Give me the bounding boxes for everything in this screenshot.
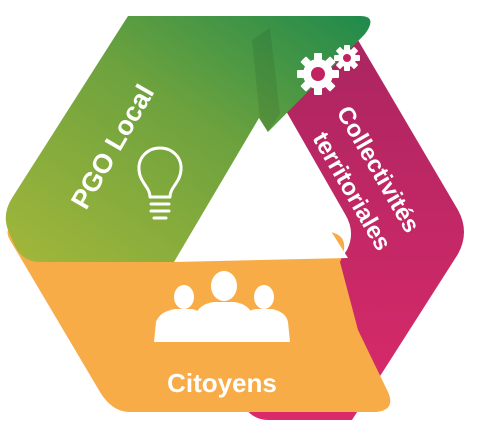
center-triangle	[174, 118, 348, 262]
segment-label-citoyens: Citoyens	[167, 368, 277, 398]
segment-pgo	[5, 16, 371, 262]
lightbulb-icon	[137, 146, 183, 220]
gears-icon	[297, 45, 360, 95]
segment-collectivites	[240, 18, 464, 420]
people-icon	[154, 271, 290, 342]
